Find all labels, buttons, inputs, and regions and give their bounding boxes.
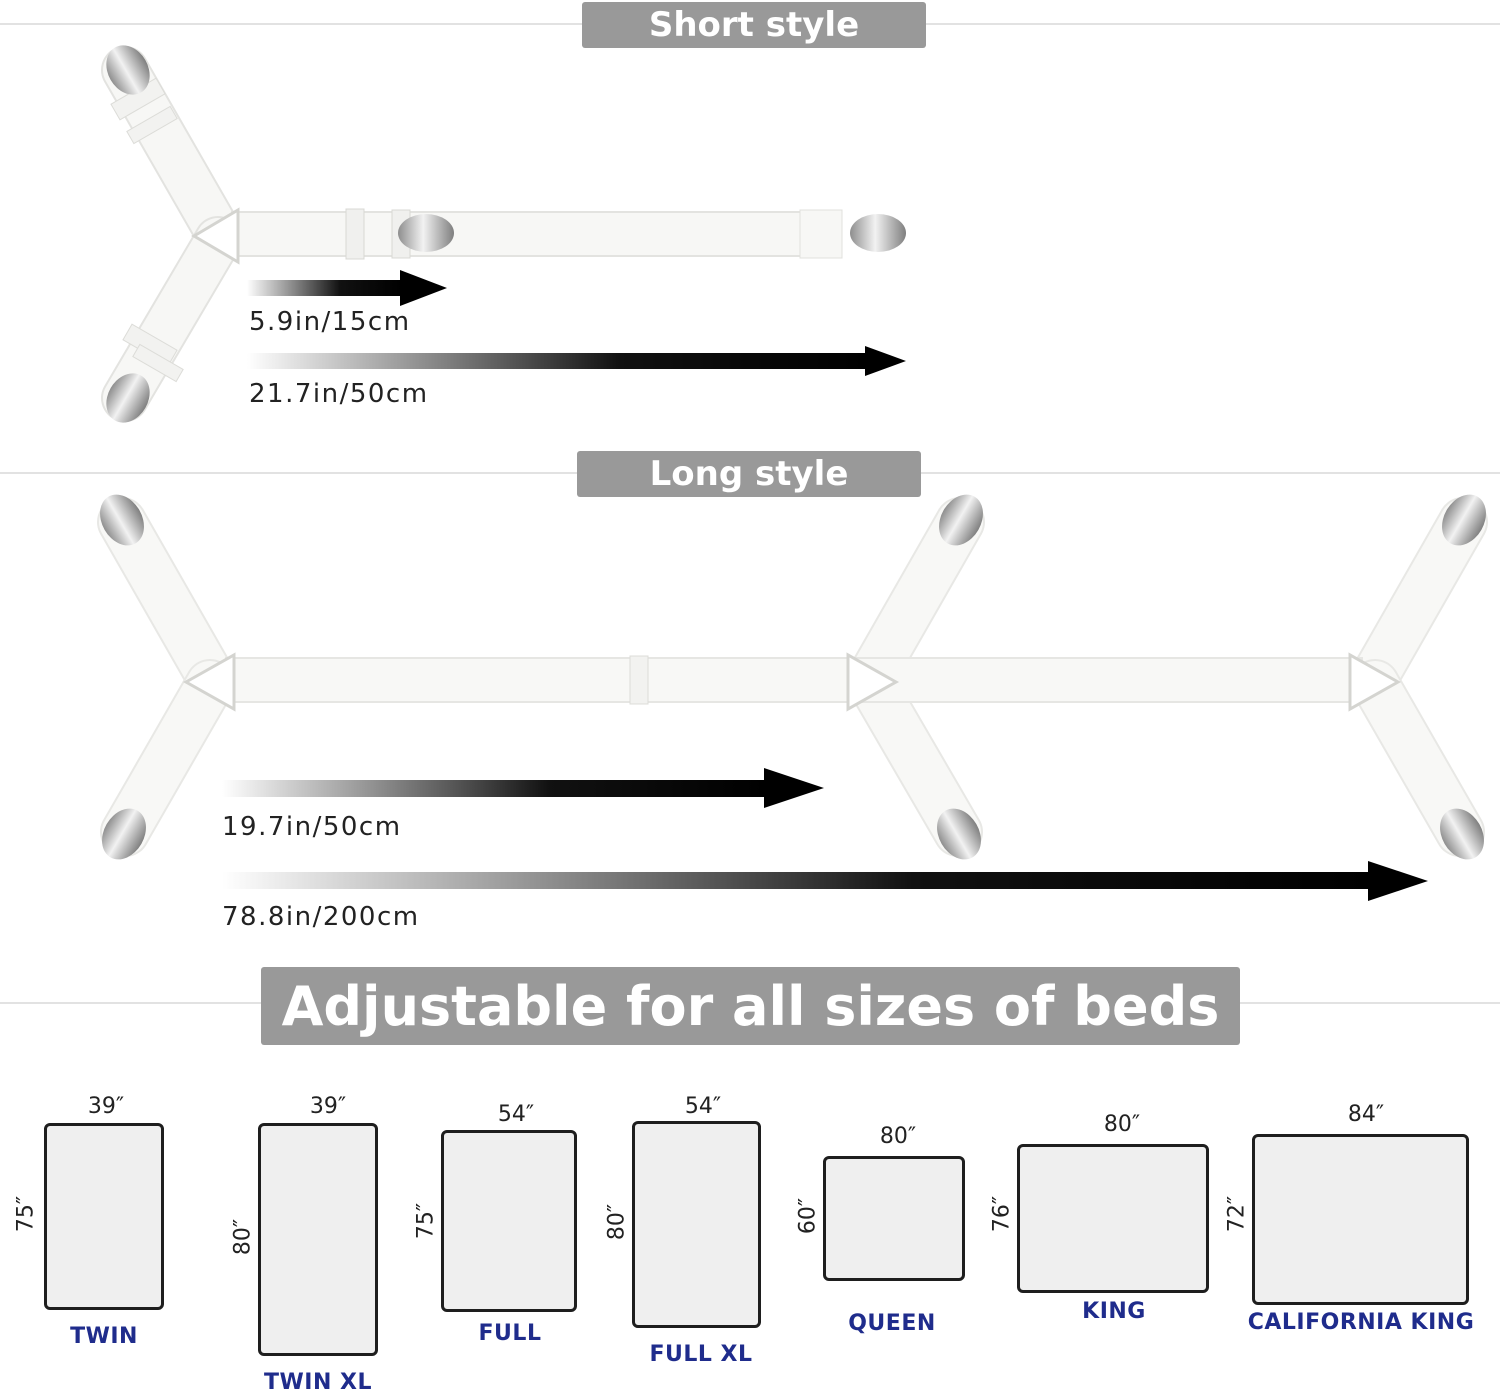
twin-xl-bed-outline — [258, 1123, 378, 1356]
queen-bed-outline — [823, 1156, 965, 1281]
twin-bed-label: TWIN — [70, 1324, 138, 1349]
short-measure-label-2: 21.7in/50cm — [249, 379, 429, 409]
short-measure-label-1: 5.9in/15cm — [249, 307, 411, 337]
queen-width-label: 80″ — [879, 1124, 917, 1149]
twin-width-label: 39″ — [87, 1094, 125, 1119]
twin-xl-length-label: 80″ — [230, 1218, 256, 1256]
long-strap-image — [97, 494, 1488, 901]
king-width-label: 80″ — [1103, 1112, 1141, 1137]
twin-bed-outline — [44, 1123, 164, 1310]
short-strap-image — [101, 45, 906, 423]
queen-bed-label: QUEEN — [848, 1311, 936, 1336]
twin-xl-width-label: 39″ — [309, 1094, 347, 1119]
california-king-width-label: 84″ — [1347, 1102, 1385, 1127]
king-length-label: 76″ — [989, 1195, 1015, 1233]
full-xl-bed-label: FULL XL — [649, 1342, 753, 1367]
full-length-label: 75″ — [413, 1202, 439, 1240]
king-bed-outline — [1017, 1144, 1209, 1293]
california-king-bed-label: CALIFORNIA KING — [1247, 1310, 1475, 1335]
long-measure-label-1: 19.7in/50cm — [222, 812, 402, 842]
full-xl-length-label: 80″ — [604, 1203, 630, 1241]
queen-length-label: 60″ — [795, 1197, 821, 1235]
full-bed-label: FULL — [478, 1321, 542, 1346]
california-king-bed-outline — [1252, 1134, 1469, 1305]
full-xl-bed-outline — [632, 1121, 761, 1328]
long-measure-label-2: 78.8in/200cm — [222, 902, 420, 932]
california-king-length-label: 72″ — [1224, 1195, 1250, 1233]
long-style-banner: Long style — [577, 451, 921, 497]
twin-xl-bed-label: TWIN XL — [263, 1370, 373, 1395]
twin-length-label: 75″ — [13, 1195, 39, 1233]
full-xl-width-label: 54″ — [684, 1094, 722, 1119]
king-bed-label: KING — [1082, 1299, 1146, 1324]
bed-sizes-banner: Adjustable for all sizes of beds — [261, 967, 1240, 1045]
short-style-banner: Short style — [582, 2, 926, 48]
full-width-label: 54″ — [497, 1102, 535, 1127]
full-bed-outline — [441, 1130, 577, 1312]
